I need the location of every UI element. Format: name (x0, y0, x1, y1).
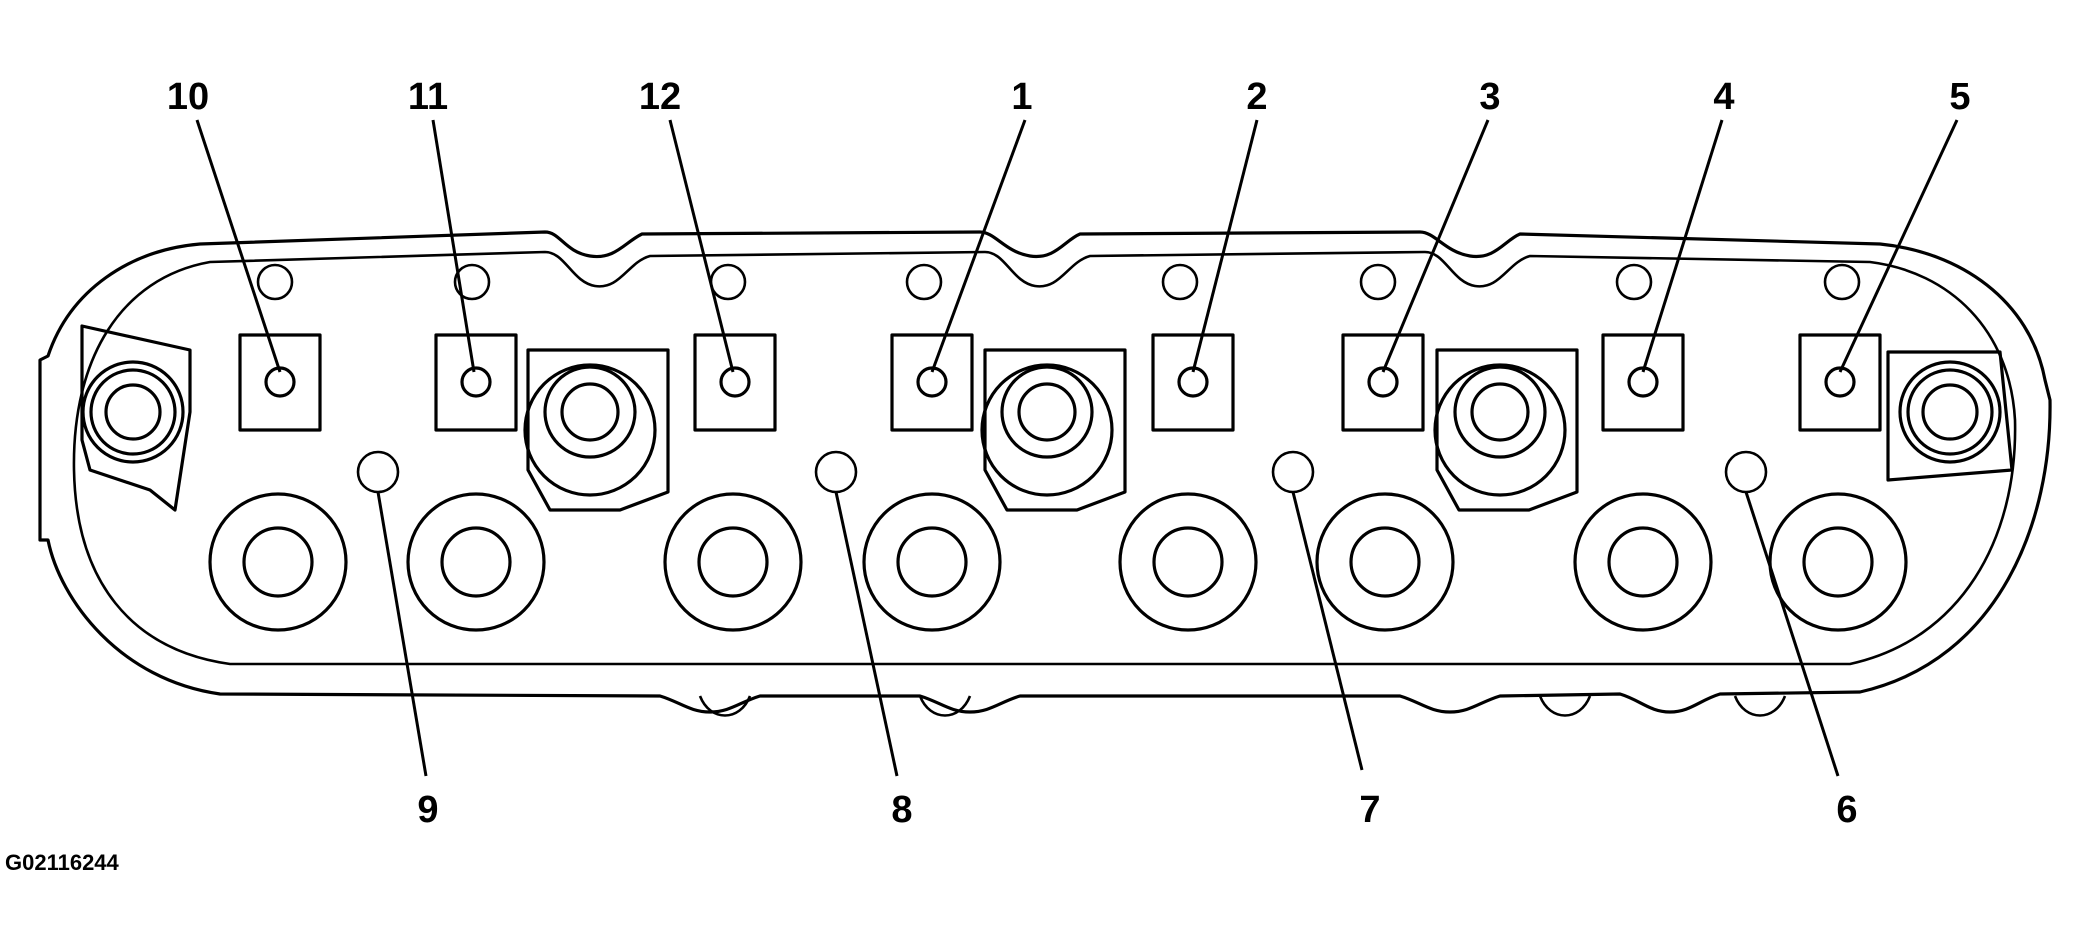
upper-bolt-pads (238, 333, 1882, 432)
callout-7: 7 (1359, 789, 1380, 831)
spark-plug-bosses (523, 348, 1579, 512)
callout-labels: 10 11 12 1 2 3 4 5 9 8 7 6 (167, 76, 1971, 831)
callout-5: 5 (1949, 76, 1970, 118)
bolt-pad-11 (434, 333, 518, 432)
callout-9: 9 (417, 789, 438, 831)
leader-11 (431, 119, 476, 373)
bolt-pad-4 (1601, 333, 1685, 432)
leader-8 (834, 491, 899, 777)
bolt-boss-lower-6 (1315, 492, 1455, 632)
cylinder-head-outline (38, 230, 2052, 717)
leader-10 (195, 119, 282, 373)
bolt-pad-12 (693, 333, 777, 432)
bolt-pad-5 (1798, 333, 1882, 432)
callout-3: 3 (1479, 76, 1500, 118)
callout-2: 2 (1246, 76, 1267, 118)
spark-plug-boss-2 (980, 348, 1127, 512)
bolt-boss-lower-5 (1118, 492, 1258, 632)
callout-12: 12 (639, 76, 681, 118)
bolt-pad-10 (238, 333, 322, 432)
spark-plug-boss-1 (523, 348, 670, 512)
callout-1: 1 (1011, 76, 1032, 118)
right-end-boss (1886, 350, 2014, 482)
bolt-boss-lower-7 (1573, 492, 1713, 632)
callout-8: 8 (891, 789, 912, 831)
leader-3 (1381, 119, 1490, 373)
bolt-pad-2 (1151, 333, 1235, 432)
bolt-boss-lower-3 (663, 492, 803, 632)
callout-10: 10 (167, 76, 209, 118)
bolt-boss-lower-2 (406, 492, 546, 632)
bolt-boss-lower-1 (208, 492, 348, 632)
left-end-boss (80, 324, 192, 512)
leader-lines (195, 119, 1959, 777)
spark-plug-boss-3 (1433, 348, 1579, 512)
leader-9 (376, 491, 428, 777)
middle-dowel-holes (356, 450, 1768, 494)
bolt-pad-3 (1341, 333, 1425, 432)
leader-1 (930, 119, 1027, 373)
leader-4 (1641, 119, 1724, 373)
leader-12 (668, 119, 735, 373)
leader-5 (1838, 119, 1959, 373)
leader-7 (1291, 491, 1364, 771)
leader-2 (1191, 119, 1259, 373)
figure-id: G02116244 (5, 850, 120, 875)
end-bosses (80, 324, 2014, 512)
callout-6: 6 (1836, 789, 1857, 831)
callout-4: 4 (1713, 76, 1734, 118)
bolt-pad-1 (890, 333, 974, 432)
leader-6 (1744, 491, 1840, 777)
upper-dowel-holes (256, 263, 1861, 301)
bolt-boss-lower-8 (1768, 492, 1908, 632)
bolt-boss-lower-4 (862, 492, 1002, 632)
lower-bolt-bosses (208, 492, 1908, 632)
callout-11: 11 (408, 76, 448, 118)
